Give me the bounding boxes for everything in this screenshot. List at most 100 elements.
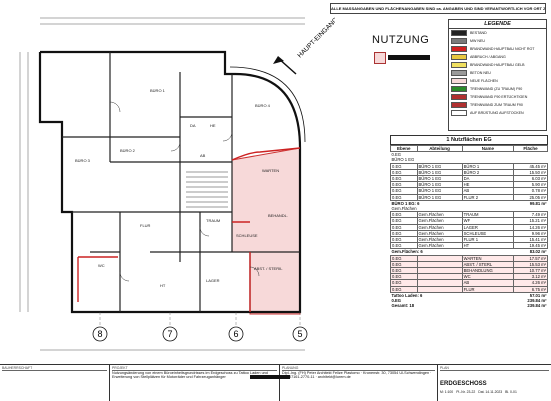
room-label: HT: [160, 283, 166, 288]
axis-circles: [92, 326, 308, 342]
legend-swatch: [451, 30, 467, 36]
legend-item: MW NEU: [449, 37, 546, 45]
table-cell: BÜRO 1 EG: [391, 157, 415, 163]
room-label: WARTEN: [262, 168, 279, 173]
legend-swatch: [451, 62, 467, 68]
table-cell: 57.01 m²: [529, 292, 547, 298]
owner-cell: BAUHERRSCHAFT: [0, 365, 110, 401]
plan-cell: PLAN ERDGESCHOSS M: 1:100 Pl.-Nr. 23-22 …: [438, 365, 551, 401]
legend-swatch: [451, 38, 467, 44]
redacted-label: [388, 55, 430, 60]
door-swings: [109, 101, 260, 282]
table-cell: 17.57 m²: [513, 254, 548, 262]
table-cell: 15.53 m²: [513, 260, 548, 269]
legend-label: BRANDWAND HAUPTBAU GELB: [470, 63, 525, 67]
table-cell: BEHANDLUNG: [461, 267, 515, 275]
entrance-arrow-head: [273, 56, 284, 64]
outer-walls: [38, 50, 302, 314]
project-label: PROJEKT: [112, 366, 277, 371]
redacted-name: [250, 375, 290, 379]
table-cell: 4.26 m²: [513, 279, 548, 287]
table-cell: 0.EG: [391, 298, 402, 304]
axis-label-7: 7: [167, 329, 172, 339]
table-cell: WARTEN: [461, 254, 515, 262]
project-text: Nutzungsänderung von einem Büroeinheitsg…: [112, 371, 268, 379]
table-cell: BÜRO 1 EG: 6: [391, 200, 420, 206]
axis-label-5: 5: [297, 329, 302, 339]
section-total: BÜRO 1 EG: 6 99.81 m²: [391, 200, 548, 206]
legend-swatch: [451, 46, 467, 52]
axis-label-8: 8: [97, 329, 102, 339]
legend-title: LEGENDE: [449, 20, 546, 29]
legend-item: BRANDWAND HAUPTBAU NICHT ROT: [449, 45, 546, 53]
owner-label: BAUHERRSCHAFT: [2, 366, 107, 371]
table-cell: 83.02 m²: [529, 249, 547, 255]
room-label: DA: [190, 123, 196, 128]
area-schedule: 1 Nutzflächen EG Ebene Abteilung Name Fl…: [390, 135, 548, 308]
table-cell: 6.75 m²: [513, 285, 548, 293]
new-area-fill-2: [249, 251, 301, 315]
title-block: BAUHERRSCHAFT PROJEKT Nutzungsänderung v…: [0, 364, 551, 401]
table-cell: 14.26 m²: [513, 223, 548, 231]
legend-swatch: [451, 110, 467, 116]
project-cell: PROJEKT Nutzungsänderung von einem Büroe…: [110, 365, 280, 401]
nutzung-title: NUTZUNG: [372, 34, 430, 46]
table-cell: 19.45 m²: [513, 242, 548, 250]
table-cell: 99.81 m²: [529, 200, 547, 206]
legend-item: BRANDWAND HAUPTBAU GELB: [449, 61, 546, 69]
table-cell: 0.EG: [391, 152, 402, 158]
table-cell: 15.41 m²: [513, 236, 548, 244]
table-cell: 15.50 m²: [513, 168, 548, 177]
legend-swatch: [451, 86, 467, 92]
legend-swatch: [451, 54, 467, 60]
plan-date: Dat. 14.11.2023: [478, 390, 503, 394]
entrance-arc: [229, 66, 306, 143]
nutzung-swatch: [374, 52, 386, 64]
fire-walls: [77, 147, 301, 312]
legend-swatch: [451, 70, 467, 76]
room-label: AB: [200, 153, 206, 158]
room-label: BEHANDL.: [268, 213, 288, 218]
table-cell: WC: [461, 273, 515, 281]
table-cell: 15.21 m²: [513, 217, 548, 225]
table-cell: 239.84 m²: [527, 303, 547, 309]
table-cell: HT: [461, 242, 515, 250]
section-heading: Gem.Flächen: [391, 206, 548, 212]
table-cell: 10.77 m²: [513, 267, 548, 275]
axis-label-6: 6: [233, 329, 238, 339]
plan-sheet: Bl. 0-01: [505, 390, 517, 394]
table-cell: 45.45 m²: [513, 162, 548, 170]
legend-swatch: [451, 78, 467, 84]
legend-swatch: [451, 94, 467, 100]
planning-text: Dipl.-Ing. (FH) Peter Architekt Felize P…: [282, 371, 432, 379]
table-cell: 3.12 m²: [513, 273, 548, 281]
legend-label: AUF BRÜSTUNG AUFSTOCKEN: [470, 111, 524, 115]
legend-item: TRENNWAND F90 ERTÜCHTIGEN: [449, 93, 546, 101]
legend-label: MW NEU: [470, 39, 485, 43]
verification-notice: ALLE MASSANGABEN UND FLÄCHENANGABEN SIND…: [330, 3, 546, 14]
room-label: BÜRO 2: [120, 148, 136, 153]
legend-item: TRENNWAND ZUM TRAUM F90: [449, 101, 546, 109]
table-cell: Gesamt: 18: [391, 303, 415, 309]
legend-item: ABBRUCH / ABGANG: [449, 53, 546, 61]
section-heading: 0.EG: [391, 152, 548, 158]
floor-plan: 8 7 6 5 HAUPT-EINGANG BÜRO 1 BÜRO 2 BÜRO…: [19, 16, 335, 351]
legend-label: TRENNWAND (ZU TRAUM) F90: [470, 87, 523, 91]
room-label: ABST. / STERIL: [254, 266, 283, 271]
room-label: FLUR: [140, 223, 151, 228]
legend-item: AUF BRÜSTUNG AUFSTOCKEN: [449, 109, 546, 117]
legend-item: NEUE FLÄCHEN: [449, 77, 546, 85]
section-subheading: BÜRO 1 EG: [391, 157, 548, 163]
